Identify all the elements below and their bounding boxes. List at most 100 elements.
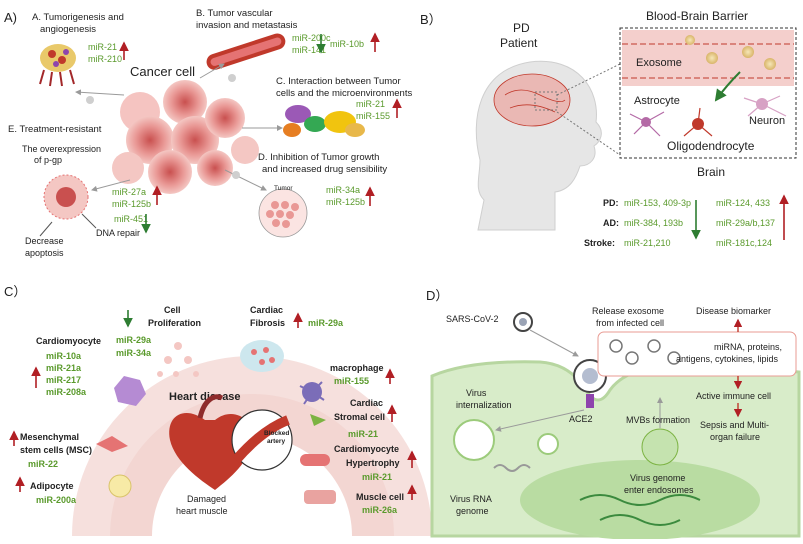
adipocyte-title: Adipocyte [30, 481, 74, 491]
muscle-title: Muscle cell [356, 492, 404, 502]
pd-row-up: miR-124, 433 [716, 198, 770, 208]
vesicle-icon [537, 433, 559, 455]
hypertrophy-icon [300, 454, 330, 466]
c-title: C. Interaction between Tumor [276, 76, 401, 87]
adipocyte-mir: miR-200a [36, 495, 77, 505]
prolif-title-1: Cell [164, 305, 181, 315]
muscle-cell-icon [304, 490, 336, 504]
exosome-content-box [597, 331, 797, 377]
ad-row-up: miR-29a/b,137 [716, 218, 775, 228]
biomarker-label: Disease biomarker [696, 306, 771, 316]
heart-disease-title: Heart disease [169, 391, 241, 403]
adipocyte-icon [108, 474, 132, 498]
transport-arrow [714, 71, 741, 102]
virus-icon [513, 312, 533, 332]
d-connector [224, 169, 267, 191]
e-mir-up-2: miR-125b [112, 199, 151, 209]
hypertrophy-title-1: Cardiomyocyte [334, 444, 399, 454]
e-sub-1: The overexpression [22, 144, 101, 154]
nucleus [520, 460, 760, 540]
microenvironment-cells-icon [283, 105, 365, 137]
genome-label-2: enter endosomes [624, 485, 694, 495]
patient-label: Patient [500, 36, 538, 50]
content-label-2: antigens, cytokines, lipids [676, 354, 779, 364]
msc-title-2: stem cells (MSC) [20, 445, 92, 455]
e-dec-1: Decrease [25, 236, 64, 246]
cardiomyocyte-icon [114, 376, 146, 406]
b-mir-up: miR-10b [330, 39, 364, 49]
rna-icon [493, 464, 531, 472]
e-mir-up-1: miR-27a [112, 187, 146, 197]
exosome-icon [706, 52, 718, 64]
artery-icon [232, 415, 290, 464]
rna-label-2: genome [456, 506, 489, 516]
fibrosis-title-2: Fibrosis [250, 318, 285, 328]
proliferation-tree-icon [157, 342, 199, 377]
neuron-icon [743, 95, 787, 117]
e-sub-2: of p-gp [34, 155, 62, 165]
rna-label-1: Virus RNA [450, 494, 492, 504]
prolif-mir-1: miR-29a [116, 335, 152, 345]
exosome-icon [625, 351, 639, 365]
d-mir-2: miR-125b [326, 197, 365, 207]
damaged-label-2: heart muscle [176, 506, 228, 516]
internalization-arrow [495, 409, 585, 432]
panel-c-label: C） [4, 284, 26, 299]
e-connector [91, 179, 131, 192]
cardiomyocyte-mir-3: miR-217 [46, 375, 81, 385]
brain-label: Brain [697, 165, 725, 179]
genome-label-1: Virus genome [630, 473, 685, 483]
heart-icon [169, 394, 253, 490]
d-title-2: and increased drug sensibility [262, 164, 387, 175]
tumor-label: Tumor [274, 185, 293, 192]
panel-d: D） SARS-CoV-2 ACE2 Virus internalization… [426, 288, 801, 540]
exosome-icon [667, 351, 681, 365]
muscle-mir: miR-26a [362, 505, 398, 515]
exosome-icon [609, 339, 623, 353]
e-dna: DNA repair [96, 228, 140, 238]
prolif-mir-2: miR-34a [116, 348, 152, 358]
a-title: A. Tumorigenesis and [32, 12, 124, 23]
virus-int-1: Virus [466, 388, 487, 398]
bbb-title: Blood-Brain Barrier [646, 9, 748, 23]
ace2-receptor-icon [586, 394, 594, 408]
msc-title-1: Mesenchymal [20, 432, 79, 442]
mvb-icon [641, 428, 679, 466]
cardiomyocyte-mir-4: miR-208a [46, 387, 87, 397]
ad-row-label: AD: [603, 218, 619, 228]
inhibit-icon [86, 96, 94, 104]
e-pointer-2 [81, 213, 97, 229]
c-mir-2: miR-155 [356, 111, 390, 121]
panel-b: B） PD Patient Blood-Brain Barrier Exosom… [420, 9, 797, 248]
exosome-icon [685, 35, 695, 45]
macrophage-mir: miR-155 [334, 376, 369, 386]
stromal-mir: miR-21 [348, 429, 378, 439]
b-mir-down-1: miR-200c [292, 33, 331, 43]
inhibit-icon [232, 171, 240, 179]
content-label-1: miRNA, proteins, [714, 342, 782, 352]
cancer-cell-cluster [112, 80, 259, 194]
hypertrophy-title-2: Hypertrophy [346, 458, 400, 468]
release-label-2: from infected cell [596, 318, 664, 328]
stromal-title-2: Stromal cell [334, 412, 385, 422]
cardiomyocyte-title: Cardiomyocyte [36, 336, 101, 346]
b-mir-down-2: miR-141 [292, 45, 326, 55]
pd-row-label: PD: [603, 198, 619, 208]
c-title-2: cells and the microenvironments [276, 88, 412, 99]
b-title-2: invasion and metastasis [196, 20, 298, 31]
b-title: B. Tumor vascular [196, 8, 273, 19]
cancer-cell-title: Cancer cell [130, 64, 195, 79]
a-connector [75, 89, 125, 96]
exosome-icon [647, 339, 661, 353]
msc-mir: miR-22 [28, 459, 58, 469]
exosome-label: Exosome [636, 57, 682, 69]
ace2-label: ACE2 [569, 414, 593, 424]
cardiomyocyte-mir-1: miR-10a [46, 351, 82, 361]
fibrosis-title-1: Cardiac [250, 305, 283, 315]
blocked-label-2: artery [267, 438, 285, 445]
a-mir-2: miR-210 [88, 54, 122, 64]
msc-icon [96, 436, 128, 452]
endosome-icon [453, 419, 495, 461]
e-pointer-1 [39, 221, 53, 237]
